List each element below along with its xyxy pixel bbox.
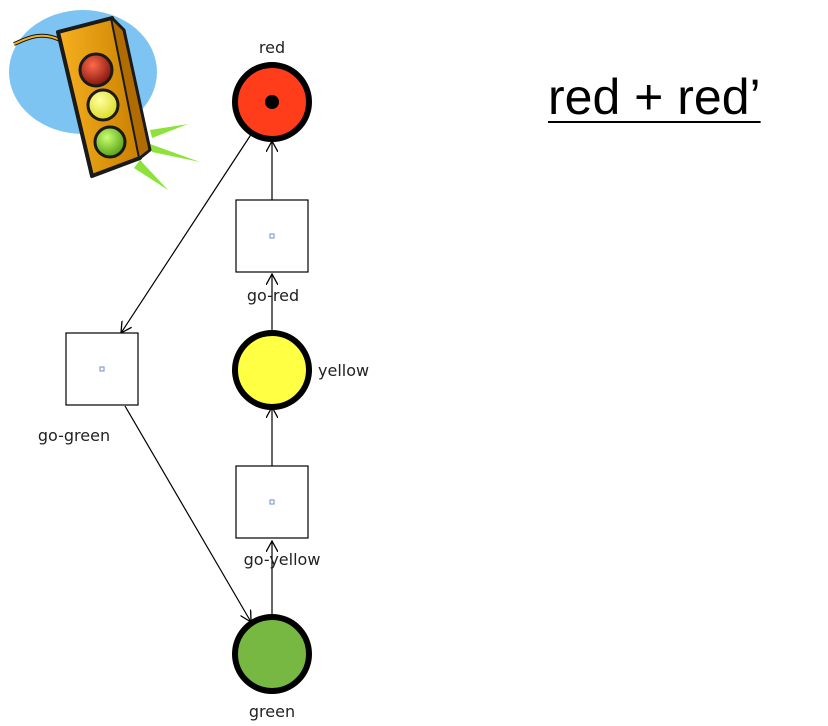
transition-marker [99,366,105,372]
arc-go-green-to-green [124,405,251,622]
place-green: green [232,614,312,721]
arcs [121,132,272,622]
traffic-light-icon [9,10,200,190]
place-label-green: green [249,702,295,721]
place-yellow-circle [232,330,312,410]
transition-marker [269,233,275,239]
transition-label-go-red: go-red [247,286,299,305]
token [265,95,279,109]
transition-go-yellow: go-yellow [235,465,321,569]
heading: red + red’ [548,69,761,125]
place-red: red [232,38,312,142]
arc-red-to-go-green [121,132,253,333]
transition-label-go-yellow: go-yellow [244,550,321,569]
place-label-yellow: yellow [318,361,369,380]
transition-go-green: go-green [38,332,139,445]
transition-go-red: go-red [235,199,309,305]
transition-label-go-green: go-green [38,426,110,445]
place-label-red: red [259,38,285,57]
transition-marker [269,499,275,505]
place-green-circle [232,614,312,694]
place-yellow: yellow [232,330,369,410]
